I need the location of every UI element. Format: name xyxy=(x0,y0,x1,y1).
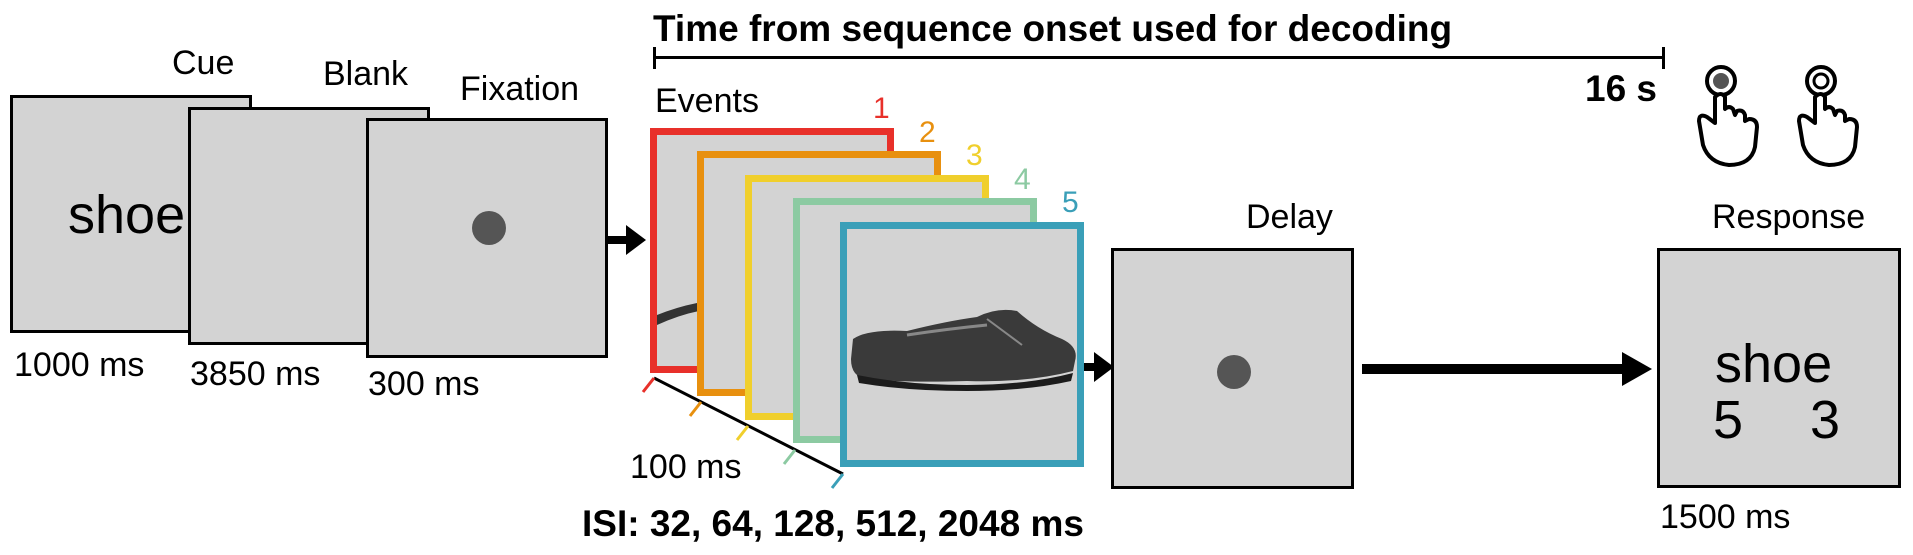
event-number-2: 2 xyxy=(919,116,936,149)
shoe-image xyxy=(851,309,1076,391)
cat-image xyxy=(657,303,699,325)
event-number-5: 5 xyxy=(1062,186,1079,219)
event-frame-5 xyxy=(840,222,1084,467)
timeline-title: Time from sequence onset used for decodi… xyxy=(653,8,1453,49)
response-word: shoe xyxy=(1715,334,1833,394)
delay-screen xyxy=(1111,248,1354,489)
blank-duration: 3850 ms xyxy=(190,355,321,393)
isi-label: ISI: 32, 64, 128, 512, 2048 ms xyxy=(582,503,1084,544)
arrow-to-delay xyxy=(1084,352,1114,382)
delay-label: Delay xyxy=(1246,198,1333,236)
hand-press-right-icon xyxy=(1797,65,1859,167)
cue-duration: 1000 ms xyxy=(14,346,145,384)
timeline-bar xyxy=(653,56,1665,59)
cue-label: Cue xyxy=(172,44,235,82)
fixation-dot xyxy=(472,211,506,245)
cue-word: shoe xyxy=(68,185,186,245)
response-duration: 1500 ms xyxy=(1660,498,1791,536)
timeline-duration: 16 s xyxy=(1585,68,1658,109)
hand-press-left-icon xyxy=(1697,65,1759,167)
event-timing-axis xyxy=(641,376,845,489)
timeline-tick-start xyxy=(653,47,656,69)
response-option-left: 5 xyxy=(1713,390,1744,450)
response-screen: shoe 5 3 xyxy=(1657,248,1901,488)
fixation-screen xyxy=(366,118,608,358)
events-label: Events xyxy=(655,82,759,120)
response-label: Response xyxy=(1712,198,1866,236)
fixation-label: Fixation xyxy=(460,70,580,108)
fixation-duration: 300 ms xyxy=(368,365,480,403)
arrow-to-response xyxy=(1362,352,1652,386)
blank-label: Blank xyxy=(323,55,409,93)
response-option-right: 3 xyxy=(1810,390,1841,450)
delay-fixation-dot xyxy=(1217,355,1251,389)
event-stim-duration: 100 ms xyxy=(630,448,742,486)
event-number-3: 3 xyxy=(966,139,983,172)
arrow-to-events xyxy=(608,225,646,255)
event-number-1: 1 xyxy=(873,92,890,125)
event-number-4: 4 xyxy=(1014,163,1031,196)
timeline-tick-end xyxy=(1662,47,1665,69)
